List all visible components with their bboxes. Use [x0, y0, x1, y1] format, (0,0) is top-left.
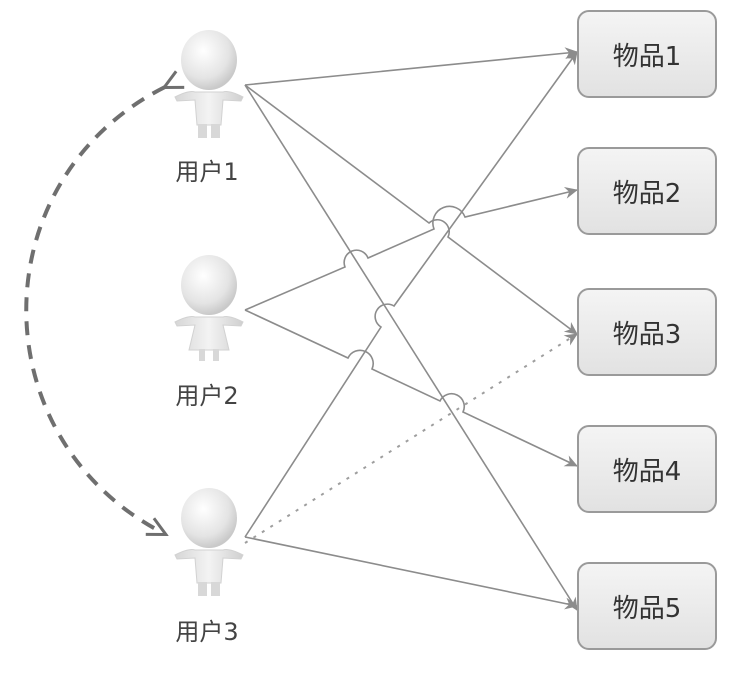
- link-user3-item1: [244, 51, 578, 538]
- link-user1-item1: [244, 47, 578, 86]
- similarity-dashed-arc: [24, 87, 165, 534]
- link-user2-item4: [244, 309, 578, 467]
- item-label-2: 物品2: [612, 178, 682, 209]
- user-label-2: 用户2: [175, 382, 239, 410]
- user-figure-3: [174, 488, 244, 596]
- user-figure-1: [174, 30, 244, 138]
- link-user1-item5: [244, 84, 578, 611]
- user-avatar-icon: [181, 30, 237, 90]
- item-label-5: 物品5: [612, 593, 682, 624]
- item-box-2: 物品2: [577, 147, 717, 235]
- item-box-4: 物品4: [577, 425, 717, 513]
- item-box-3: 物品3: [577, 288, 717, 376]
- user-avatar-icon: [181, 488, 237, 548]
- user-avatar-icon: [181, 255, 237, 315]
- link-user1-item3: [244, 84, 578, 335]
- item-label-1: 物品1: [612, 41, 682, 72]
- link-user3-item3-recommended: [244, 333, 578, 544]
- item-box-1: 物品1: [577, 10, 717, 98]
- user-label-1: 用户1: [175, 158, 239, 186]
- link-user2-item2: [244, 186, 578, 311]
- link-user3-item5: [244, 536, 578, 610]
- item-label-4: 物品4: [612, 456, 682, 487]
- user-label-3: 用户3: [175, 618, 239, 646]
- user-figure-2: [174, 255, 244, 361]
- item-box-5: 物品5: [577, 562, 717, 650]
- item-label-3: 物品3: [612, 319, 682, 350]
